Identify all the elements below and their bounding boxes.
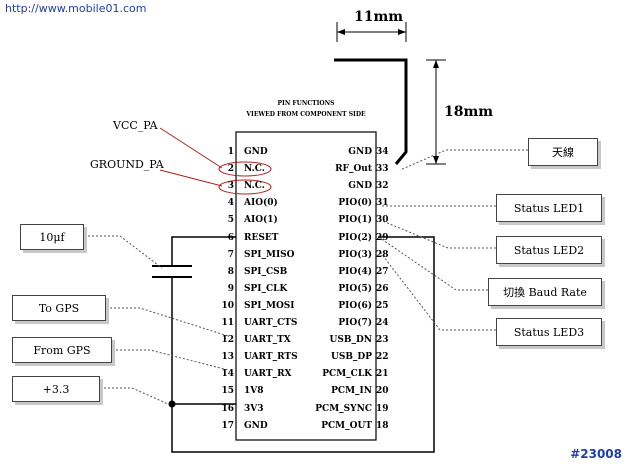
nc-pin3-highlight (218, 179, 272, 195)
left-pin-label: 3V3 (244, 403, 264, 414)
left-pin-number: 5 (227, 215, 234, 226)
right-pin-number: 25 (376, 300, 389, 311)
right-pin-label: RF_Out (335, 164, 372, 175)
left-pin-label: SPI_MISO (244, 249, 295, 260)
left-pin-label: UART_RTS (244, 352, 298, 363)
baud-rate-callout: 切換 Baud Rate (488, 278, 602, 306)
right-pin-label: PCM_OUT (321, 420, 372, 431)
right-pin-label: GND (348, 147, 372, 157)
left-pin-label: SPI_MOSI (244, 300, 295, 311)
right-pin-label: PCM_CLK (322, 369, 372, 380)
right-pin-number: 30 (376, 215, 389, 226)
right-pin-label: PIO(3) (338, 249, 372, 260)
right-pin-number: 34 (376, 147, 389, 157)
status-led3-callout: Status LED3 (496, 318, 602, 346)
right-pin-number: 29 (376, 232, 389, 243)
left-pin-label: UART_RX (244, 369, 292, 380)
right-pin-number: 24 (376, 318, 389, 328)
right-pin-number: 32 (376, 181, 389, 192)
left-pin-number: 6 (227, 232, 234, 243)
module-subtitle: VIEWED FROM COMPONENT SIDE (246, 111, 366, 118)
dim-width-label: 11mm (354, 9, 404, 25)
left-pin-label: N.C. (244, 181, 265, 192)
right-pin-number: 26 (376, 283, 389, 294)
left-pin-number: 10 (221, 300, 234, 311)
right-pin-label: PIO(4) (338, 266, 372, 277)
left-pin-number: 11 (221, 318, 234, 328)
right-pin-label: PIO(7) (338, 318, 372, 328)
right-pin-number: 21 (376, 369, 389, 380)
junction-dot (168, 400, 176, 408)
left-pin-number: 7 (227, 249, 234, 260)
from-gps-callout: From GPS (12, 337, 112, 363)
left-pin-number: 2 (227, 164, 234, 175)
reset-wire (171, 236, 236, 266)
right-pin-label: PCM_IN (331, 386, 372, 397)
right-pin-label: USB_DP (330, 352, 372, 363)
right-pin-number: 31 (376, 198, 389, 209)
left-pin-label: RESET (244, 232, 279, 243)
right-pin-number: 20 (376, 386, 389, 397)
left-pin-label: UART_TX (244, 335, 291, 346)
left-pin-number: 16 (221, 403, 234, 414)
right-pin-label: PIO(2) (338, 232, 372, 243)
ground-pa-label: GROUND_PA (90, 158, 164, 171)
right-pin-label: PIO(5) (338, 283, 372, 294)
left-pin-label: SPI_CLK (244, 283, 288, 294)
right-pin-label: PIO(0) (338, 198, 372, 209)
source-url: http://www.mobile01.com (5, 2, 147, 15)
left-pin-number: 13 (221, 352, 234, 363)
left-pin-number: 15 (221, 386, 234, 397)
right-pin-number: 22 (376, 352, 389, 363)
capacitor-callout: 10μf (20, 224, 84, 250)
left-pin-label: N.C. (244, 164, 265, 175)
to-gps-callout: To GPS (12, 295, 106, 321)
right-pin-label: PIO(1) (338, 215, 372, 226)
status-led2-callout: Status LED2 (496, 236, 602, 264)
left-pin-label: AIO(0) (244, 198, 278, 209)
left-pin-label: GND (244, 147, 268, 157)
supply-callout: +3.3 (12, 376, 100, 402)
right-pin-number: 19 (376, 403, 389, 414)
right-pin-number: 33 (376, 164, 389, 175)
right-pin-label: USB_DN (329, 335, 373, 346)
right-pin-number: 18 (376, 420, 389, 431)
vcc-pa-label: VCC_PA (113, 119, 158, 132)
left-pin-label: 1V8 (244, 386, 264, 397)
nc-pin2-highlight (218, 161, 272, 177)
module-title: PIN FUNCTIONS (277, 100, 335, 107)
left-pin-number: 8 (227, 266, 234, 277)
right-pin-label: GND (348, 181, 372, 192)
right-pin-number: 23 (376, 335, 389, 346)
right-pin-label: PCM_SYNC (315, 403, 372, 414)
left-pin-number: 14 (221, 369, 234, 380)
left-pin-label: AIO(1) (244, 215, 278, 226)
left-pin-number: 3 (227, 181, 234, 192)
dim-height-label: 18mm (444, 104, 494, 120)
antenna-callout: 天線 (528, 138, 598, 166)
watermark: #23008 (570, 447, 622, 461)
left-pin-number: 9 (227, 283, 234, 294)
status-led1-callout: Status LED1 (496, 194, 602, 222)
left-pin-number: 12 (221, 335, 234, 346)
right-pin-label: PIO(6) (338, 300, 372, 311)
left-pin-number: 4 (227, 198, 234, 209)
left-pin-label: UART_CTS (244, 318, 298, 328)
left-pin-label: SPI_CSB (244, 266, 288, 277)
left-pin-label: GND (244, 420, 268, 431)
antenna-trace (334, 58, 408, 165)
right-pin-number: 27 (376, 266, 389, 277)
left-pin-number: 1 (227, 147, 234, 157)
right-pin-number: 28 (376, 249, 389, 260)
ground-wire (171, 236, 435, 453)
left-pin-number: 17 (221, 420, 234, 431)
module-outline (235, 131, 377, 441)
